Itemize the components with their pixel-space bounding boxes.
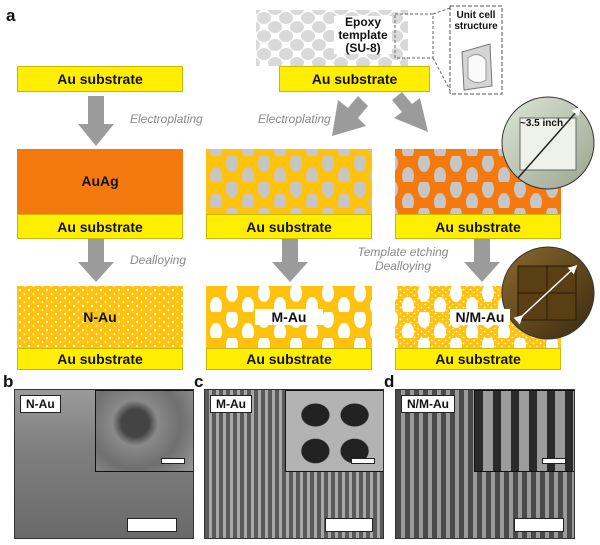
scale-bar: [127, 518, 177, 532]
au-substrate-label: Au substrate: [57, 218, 143, 235]
sem-tag-nmau: N/M-Au: [401, 395, 455, 413]
au-substrate-label: Au substrate: [246, 218, 332, 235]
sem-inset-mau: [285, 390, 383, 472]
scale-bar-inset: [351, 458, 375, 464]
nmau-label: N/M-Au: [450, 309, 510, 325]
step-electroplating-left: Electroplating: [130, 112, 203, 126]
au-substrate-5: Au substrate: [395, 214, 561, 239]
auag-layer: [17, 149, 183, 214]
panel-label-b: b: [3, 372, 14, 391]
au-substrate-label: Au substrate: [57, 71, 143, 87]
nau-label: N-Au: [83, 309, 117, 325]
sem-image-nmau: N/M-Au: [395, 389, 575, 539]
unit-cell-label: Unit cell structure: [450, 10, 502, 32]
panel-label-a: a: [6, 6, 16, 25]
au-substrate-1: Au substrate: [17, 66, 183, 92]
arrow-dealloying-left: [78, 238, 114, 282]
mau-label: M-Au: [255, 309, 323, 325]
arrow-electroplating-left: [78, 96, 114, 146]
au-substrate-label: Au substrate: [246, 351, 332, 367]
au-substrate-label: Au substrate: [435, 351, 521, 367]
au-substrate-6: Au substrate: [17, 348, 183, 370]
sem-image-mau: M-Au: [204, 389, 384, 539]
auag-label: AuAg: [81, 173, 119, 189]
arrow-etching-middle: [272, 238, 308, 282]
template-line-2: template: [338, 28, 388, 42]
scale-bar-inset: [542, 458, 566, 464]
unit-cell-line-1: Unit cell: [456, 10, 496, 21]
epoxy-template-label: Epoxy template (SU-8): [334, 16, 392, 55]
step-template-etching: Template etching Dealloying: [338, 245, 468, 273]
nau-layer: [17, 286, 183, 348]
template-line-3: (SU-8): [345, 41, 381, 55]
sem-tag-nau: N-Au: [20, 395, 61, 413]
arrow-etching-right: [464, 238, 500, 282]
scale-bar: [514, 518, 564, 532]
step-electroplating-right: Electroplating: [258, 112, 331, 126]
sem-image-nau: N-Au: [14, 389, 194, 539]
au-substrate-label: Au substrate: [311, 71, 398, 87]
au-substrate-label: Au substrate: [57, 351, 143, 367]
scale-bar-inset: [161, 458, 185, 464]
template-line-1: Epoxy: [344, 15, 381, 29]
sem-tag-mau: M-Au: [210, 395, 252, 413]
au-substrate-4: Au substrate: [206, 214, 372, 239]
step-template-etching-line: Template etching: [357, 245, 449, 259]
step-dealloying-line: Dealloying: [374, 259, 432, 273]
unit-cell-line-2: structure: [454, 21, 498, 32]
photo-size-label: ~3.5 inch: [520, 118, 564, 129]
au-substrate-label: Au substrate: [435, 218, 521, 235]
arrow-electroplating-middle: [332, 96, 368, 136]
panel-label-c: c: [194, 372, 204, 391]
arrow-electroplating-right: [392, 92, 428, 132]
au-substrate-7: Au substrate: [206, 348, 372, 370]
au-substrate-3: Au substrate: [17, 214, 183, 239]
template-filled-au-layer: [206, 149, 372, 214]
au-substrate-2: Au substrate: [279, 66, 430, 92]
step-dealloying: Dealloying: [130, 253, 187, 267]
sem-inset-nmau: [474, 390, 574, 472]
panel-label-d: d: [384, 372, 395, 391]
au-substrate-8: Au substrate: [395, 348, 561, 370]
scale-bar: [325, 518, 373, 532]
